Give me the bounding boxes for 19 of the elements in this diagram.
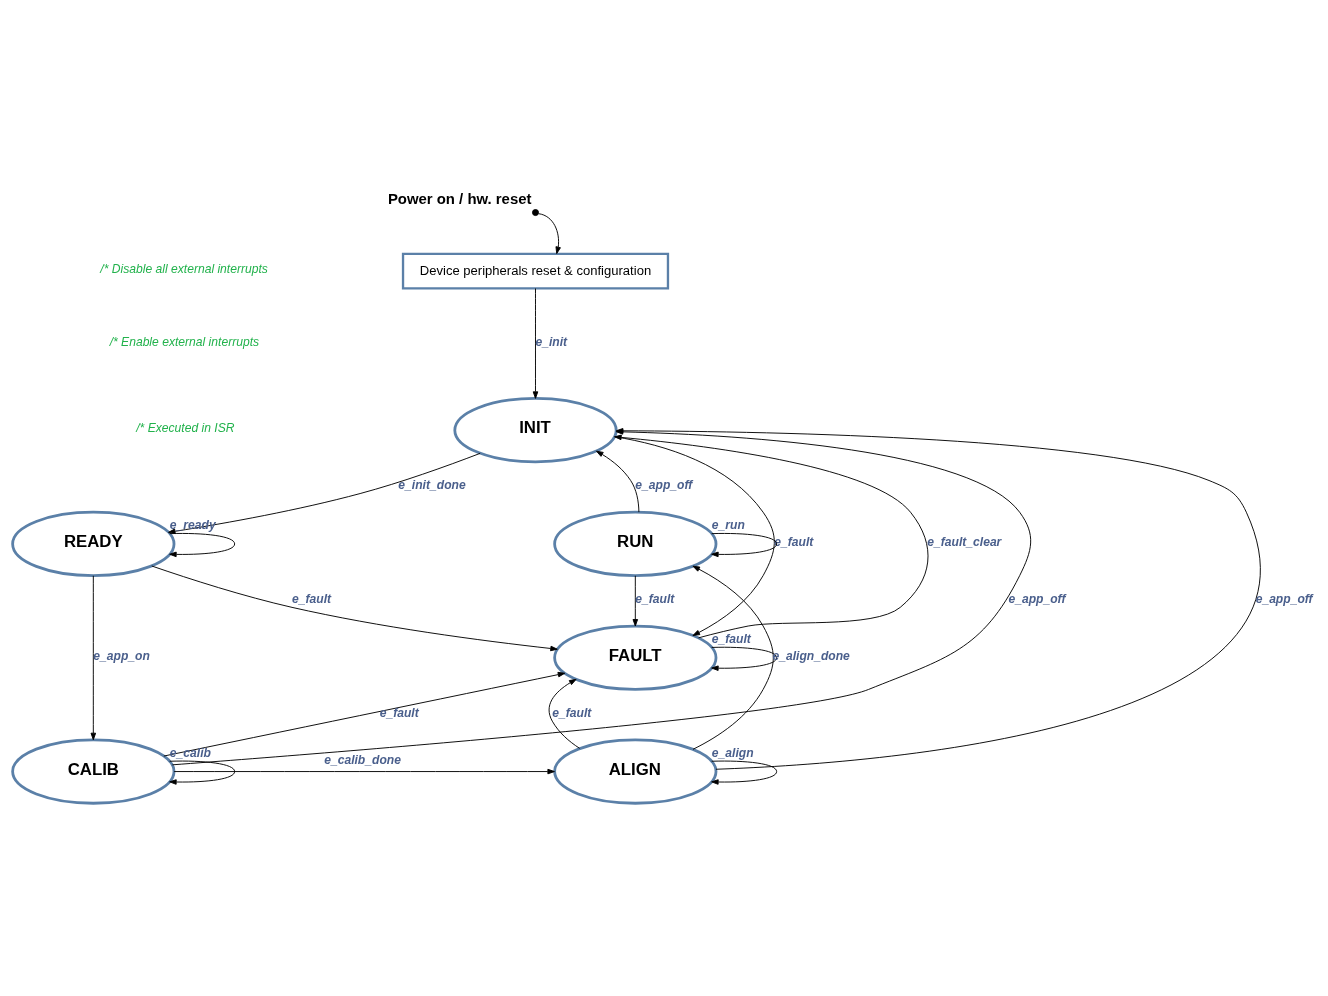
- label: /* Enable external interrupts: [109, 334, 260, 349]
- edge-label: e_fault_clear: [927, 535, 1002, 550]
- edge-label: e_calib_done: [324, 753, 401, 768]
- edge-label: e_calib: [169, 745, 211, 760]
- edge-label: e_fault: [379, 705, 419, 720]
- edge-label: e_ready: [169, 518, 216, 533]
- edge-label: e_run: [711, 518, 745, 533]
- edge-label: e_app_off: [635, 478, 693, 493]
- edge-label: e_align: [711, 745, 754, 760]
- edge-label: e_fault: [711, 632, 751, 647]
- label: /* Executed in ISR: [136, 421, 235, 436]
- edge-label: e_fault: [292, 592, 332, 607]
- edge-label: e_fault: [552, 705, 592, 720]
- edge-label: e_init_done: [398, 478, 466, 493]
- label: /* Disable all external interrupts: [100, 262, 268, 277]
- node-label: Power on / hw. reset: [387, 189, 532, 207]
- edge-label: e_app_off: [1255, 592, 1313, 607]
- edge-label: e_app_off: [1008, 592, 1066, 607]
- edge-label: e_init: [535, 334, 568, 349]
